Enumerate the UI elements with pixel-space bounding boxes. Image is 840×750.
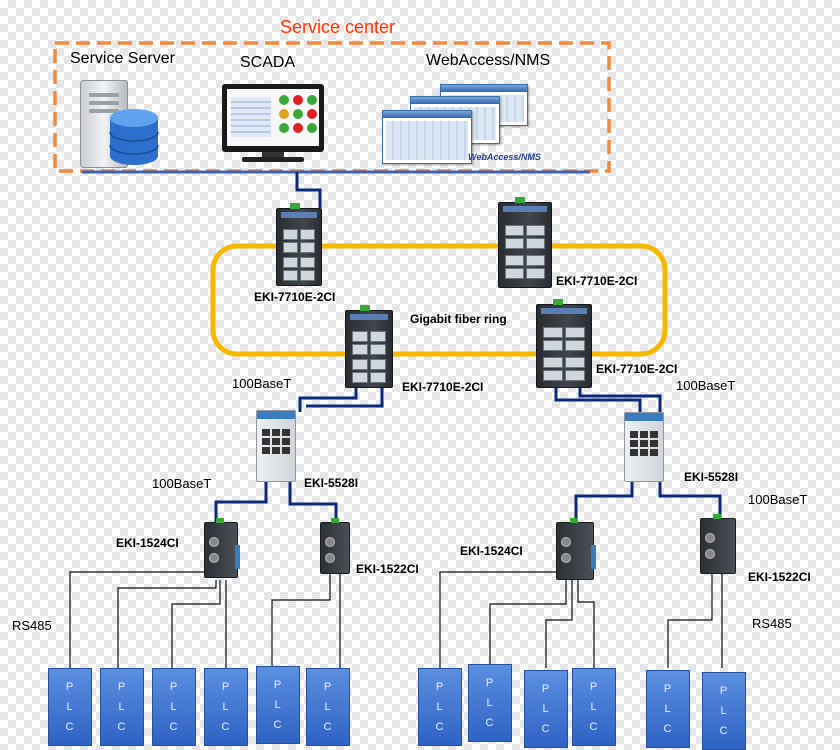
service-center-title: Service center: [280, 17, 396, 37]
ring-switch-top-right-icon: [498, 197, 552, 288]
left-rs485-label: RS485: [12, 618, 52, 633]
rs485-left-a: [69, 571, 227, 668]
left-1522-device-icon: [320, 518, 350, 574]
left-1524-label: EKI-1524CI: [116, 536, 179, 550]
monitor-base: [242, 157, 304, 162]
cable-right-5528-to-1524: [574, 480, 634, 522]
cable-bus-to-switch: [295, 172, 322, 208]
scada-monitor-icon: [222, 84, 324, 152]
left-1524-device-icon: [204, 518, 240, 578]
cable-ring-to-left-5528-b: [306, 388, 384, 408]
right-1522-label: EKI-1522CI: [748, 570, 811, 584]
ring-switch-bottom-right-icon: [536, 299, 592, 388]
right-rs485-label: RS485: [752, 616, 792, 631]
right-1522-device-icon: [700, 514, 736, 574]
ring-switch-top-right-label: EKI-7710E-2CI: [556, 274, 638, 288]
ring-switch-bottom-right-label: EKI-7710E-2CI: [596, 362, 678, 376]
rs485-right-a: [439, 571, 595, 668]
ring-switch-bottom-left-label: EKI-7710E-2CI: [402, 380, 484, 394]
left-5528-switch-icon: [256, 410, 296, 482]
webaccess-logo: WebAccess/NMS: [468, 152, 541, 162]
ring-switch-bottom-left-icon: [345, 305, 393, 388]
right-5528-label: EKI-5528I: [684, 470, 739, 484]
cable-ring-to-right-5528-b: [578, 388, 662, 414]
ring-switch-top-left-label: EKI-7710E-2CI: [254, 290, 336, 304]
cable-ring-to-left-5528: [298, 386, 358, 412]
rs485-left-b: [271, 574, 341, 668]
rs485-right-b: [667, 574, 723, 668]
gigabit-ring: [210, 243, 668, 357]
cable-left-5528-to-1522: [288, 482, 338, 522]
database-icon: [109, 109, 159, 165]
right-1524-device-icon: [556, 518, 596, 580]
right-5528-switch-icon: [624, 412, 664, 482]
right-uplink-label: 100BaseT: [676, 378, 736, 393]
cable-ring-to-right-5528: [554, 388, 642, 414]
nms-window-icon: [382, 110, 472, 164]
cable-left-5528-to-1524: [214, 482, 268, 522]
webaccess-label: WebAccess/NMS: [426, 52, 551, 69]
scada-label: SCADA: [240, 54, 296, 71]
right-downlink-label: 100BaseT: [748, 492, 808, 507]
left-uplink-label: 100BaseT: [232, 376, 292, 391]
ring-switch-top-left-icon: [276, 203, 322, 286]
service-server-label: Service Server: [70, 50, 175, 67]
left-5528-label: EKI-5528I: [304, 476, 359, 490]
cable-right-5528-to-1522: [658, 480, 722, 520]
left-downlink-label: 100BaseT: [152, 476, 212, 491]
monitor-stand: [262, 152, 284, 158]
ring-label: Gigabit fiber ring: [410, 312, 507, 326]
right-1524-label: EKI-1524CI: [460, 544, 523, 558]
left-1522-label: EKI-1522CI: [356, 562, 419, 576]
